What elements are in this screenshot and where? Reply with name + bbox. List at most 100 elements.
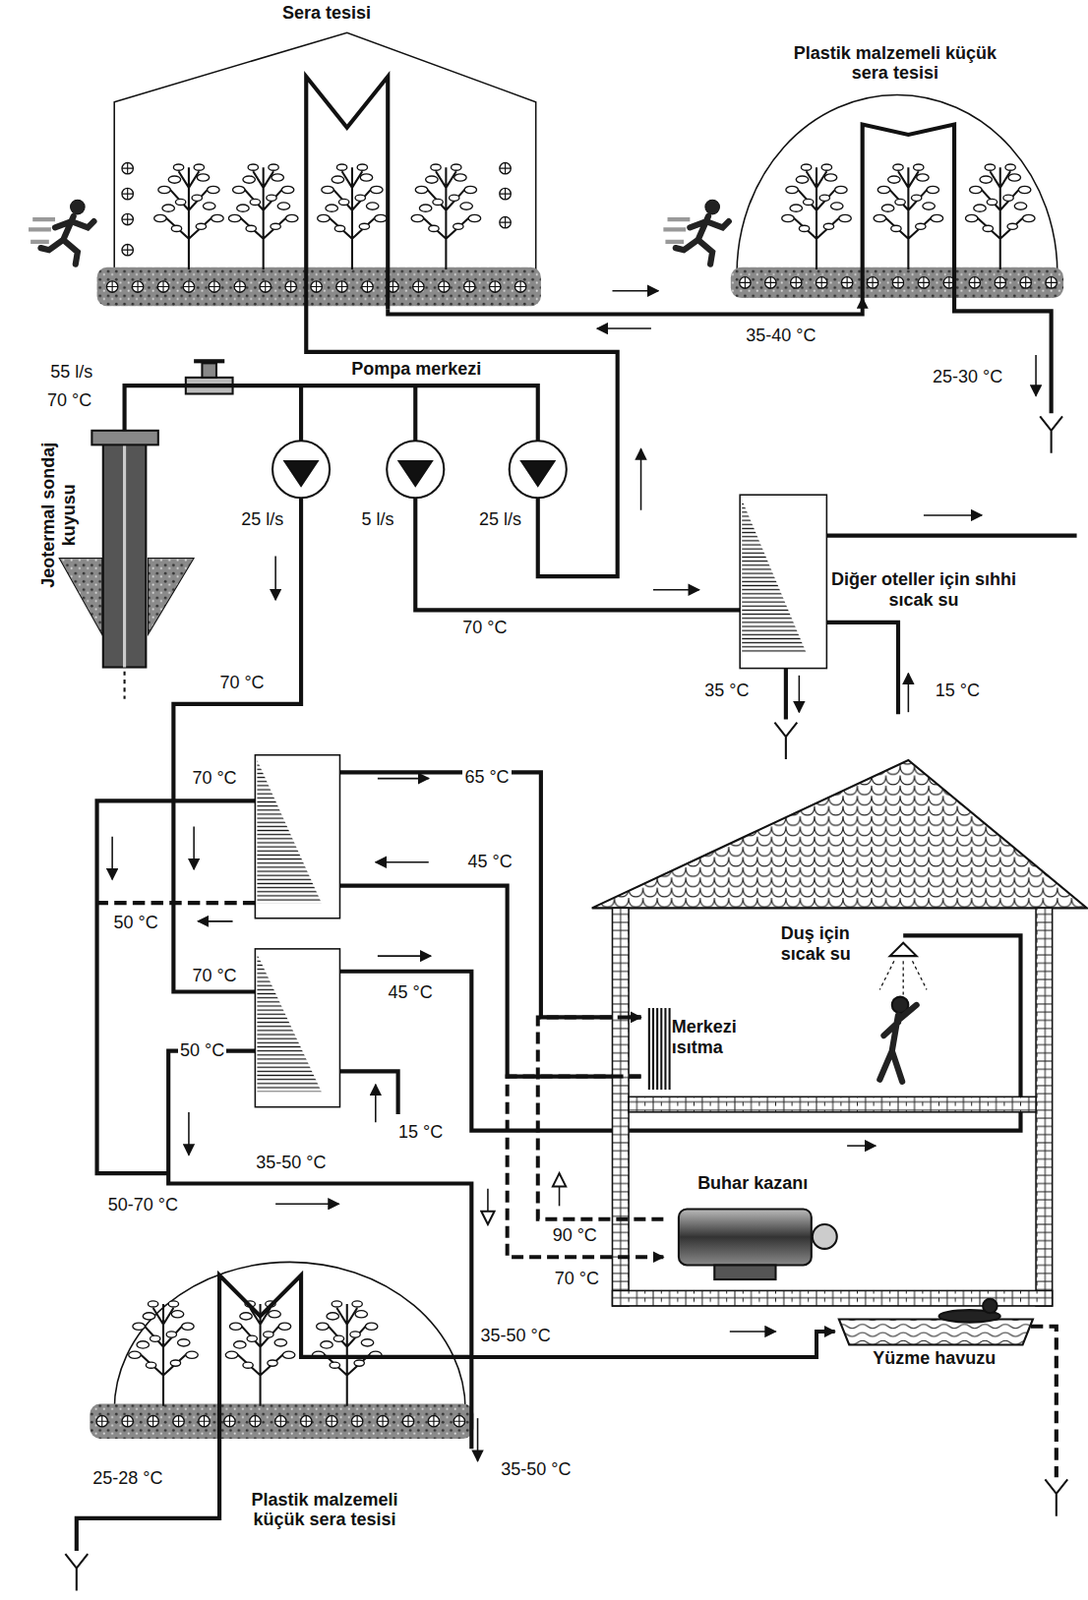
flow-arrow — [111, 837, 114, 881]
heat-exchanger — [256, 760, 321, 904]
geothermal-well: Jeotermal sondaj kuyusu — [25, 387, 199, 694]
pipe — [339, 772, 641, 1077]
heat-exchanger — [741, 499, 806, 654]
plant — [782, 164, 852, 270]
boiler — [678, 1208, 838, 1280]
flow-value: 70 °C — [45, 391, 94, 412]
central-heating: Merkezi ısıtma — [641, 1005, 770, 1092]
flow-value: 25-28 °C — [90, 1469, 165, 1490]
radiator — [649, 1008, 670, 1090]
house — [592, 760, 1088, 908]
node-label: Jeotermal sondaj kuyusu — [39, 417, 80, 614]
plastic-greenhouse-outline — [736, 94, 1058, 274]
heating-ring — [121, 213, 133, 225]
flow-arrow — [612, 290, 660, 293]
greenhouse-outline — [114, 32, 536, 271]
heating-ring — [157, 281, 169, 293]
heat-exchanger — [739, 494, 827, 668]
heating-ring — [275, 1416, 287, 1428]
heating-ring — [121, 1416, 133, 1428]
geothermal-well — [59, 430, 194, 700]
soil-band — [730, 267, 1064, 299]
pipe — [305, 76, 617, 577]
runner-figure — [28, 199, 729, 264]
heating-ring — [96, 1416, 108, 1428]
boiler — [714, 1266, 776, 1281]
shower — [879, 1005, 916, 1083]
flow-value: 35-50 °C — [253, 1153, 328, 1174]
flow-arrow — [377, 955, 431, 958]
heat-exchanger — [256, 954, 321, 1092]
plant — [965, 164, 1035, 270]
plant — [154, 164, 225, 270]
flow-value: 25 l/s — [239, 510, 286, 531]
heating-ring — [131, 281, 143, 293]
heating-ring — [413, 281, 424, 293]
pipe-connector — [538, 1017, 665, 1219]
flow-arrow — [112, 291, 1036, 1462]
flow-value: 70 °C — [552, 1269, 602, 1290]
heating-ring — [841, 277, 852, 289]
drain-symbol — [1039, 416, 1063, 453]
heating-ring — [815, 277, 827, 289]
heating-ring — [285, 281, 297, 293]
heating-ring — [917, 277, 929, 289]
flow-value: 70 °C — [460, 618, 509, 639]
pump — [509, 440, 567, 498]
heating-ring — [453, 1416, 465, 1428]
plant — [128, 1301, 199, 1407]
flow-arrow — [197, 920, 233, 923]
flow-arrow — [846, 1145, 876, 1148]
flow-arrow — [729, 1330, 777, 1333]
radiator — [668, 1008, 671, 1090]
heating-ring — [376, 1416, 388, 1428]
heating-ring — [499, 187, 511, 199]
radiator — [648, 1008, 651, 1090]
flow-arrow — [923, 514, 982, 517]
heating-ring — [198, 1416, 210, 1428]
boiler — [678, 1208, 812, 1266]
pipe — [785, 536, 1078, 721]
swimming-pool — [839, 1319, 1033, 1345]
heating-ring — [402, 1416, 414, 1428]
drain-symbol — [64, 1554, 88, 1591]
flow-arrow — [486, 1189, 489, 1225]
valve — [185, 361, 234, 394]
runner-figure — [28, 199, 94, 264]
geothermal-well — [59, 558, 103, 636]
flow-arrow — [597, 327, 652, 330]
flow-value: 50-70 °C — [106, 1196, 181, 1216]
heating-ring — [121, 243, 133, 255]
pipe — [97, 800, 256, 1174]
heating-ring — [249, 1416, 261, 1428]
flow-arrow — [1034, 355, 1037, 397]
flow-arrow — [377, 778, 429, 781]
heating-ring — [438, 281, 450, 293]
heating-ring — [892, 277, 904, 289]
valve — [201, 362, 217, 378]
flow-arrow — [477, 1418, 480, 1462]
plant — [311, 1301, 382, 1407]
node-label: Buhar kazanı — [663, 1173, 843, 1195]
heating-ring — [310, 281, 322, 293]
flow-value: 65 °C — [462, 768, 511, 788]
heating-ring — [147, 1416, 159, 1428]
flow-value: 55 l/s — [48, 362, 95, 383]
greenhouse: Sera tesisi — [107, 2, 546, 309]
heat-exchanger — [254, 494, 827, 1108]
flow-value: 35-40 °C — [743, 326, 818, 347]
heating-ring — [301, 1416, 312, 1428]
flow-value: 35-50 °C — [498, 1460, 573, 1481]
heating-ring — [994, 277, 1006, 289]
radiator — [652, 1008, 655, 1090]
geothermal-well — [147, 558, 194, 636]
plant — [317, 164, 388, 270]
pump — [399, 461, 432, 486]
heating-ring — [336, 281, 348, 293]
pump — [386, 440, 444, 498]
heating-ring — [121, 187, 133, 199]
flow-arrow — [558, 1173, 561, 1207]
drain-symbol — [774, 723, 797, 760]
